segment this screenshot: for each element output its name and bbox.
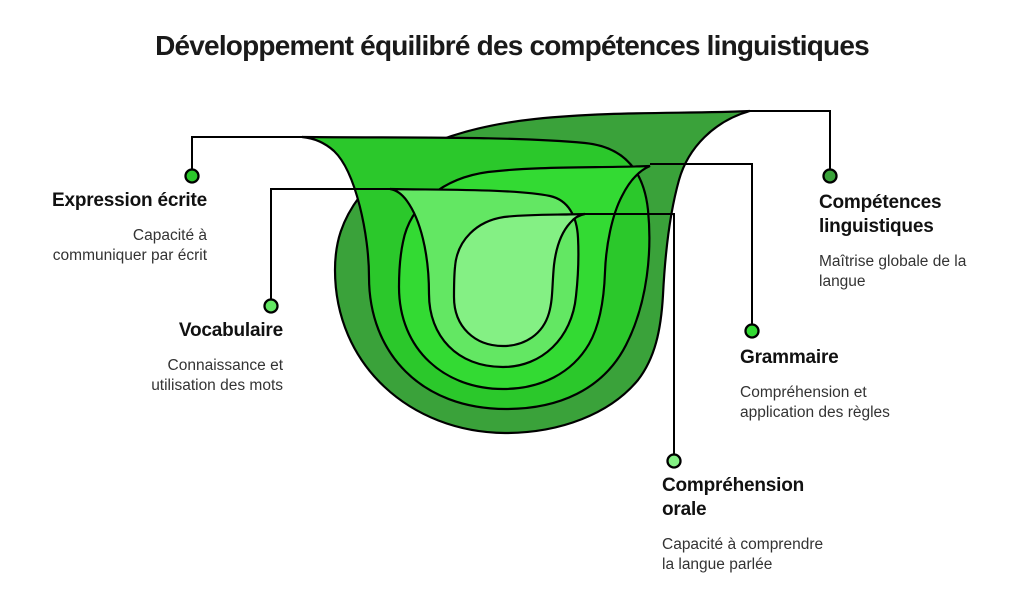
connector-competences-linguistiques [750,110,831,169]
layer-shape-comprehension-orale [452,212,586,348]
label-description-vocabulaire: Connaissance et utilisation des mots [151,357,283,394]
label-description-comprehension-orale: Capacité à comprendre la langue parlée [662,536,824,573]
node-dot-vocabulaire [263,298,279,314]
label-block-comprehension-orale: Compréhension orale Capacité à comprendr… [662,474,837,574]
label-description-grammaire: Compréhension et application des règles [740,384,890,421]
node-dot-competences-linguistiques [822,168,838,184]
label-description-expression-ecrite: Capacité à communiquer par écrit [52,227,207,264]
node-dot-comprehension-orale [666,453,682,469]
label-block-expression-ecrite: Expression écrite Capacité à communiquer… [49,189,207,265]
label-title-expression-ecrite: Expression écrite [51,190,207,211]
label-title-comprehension-orale: Compréhension orale [662,475,805,520]
label-title-vocabulaire: Vocabulaire [178,320,283,341]
node-dot-grammaire [744,323,760,339]
label-block-competences-linguistiques: Compétences linguistiques Maîtrise globa… [819,191,977,291]
label-block-vocabulaire: Vocabulaire Connaissance et utilisation … [133,319,283,395]
connector-comprehension-orale [585,213,675,454]
label-block-grammaire: Grammaire Compréhension et application d… [740,346,915,422]
connector-vocabulaire [270,188,390,299]
connector-expression-ecrite [191,136,302,169]
label-title-competences-linguistiques: Compétences linguistiques [819,192,942,237]
label-title-grammaire: Grammaire [740,347,839,368]
connector-grammaire [650,163,753,324]
label-description-competences-linguistiques: Maîtrise globale de la langue [819,253,967,290]
diagram-title: Développement équilibré des compétences … [155,30,870,61]
node-dot-expression-ecrite [184,168,200,184]
